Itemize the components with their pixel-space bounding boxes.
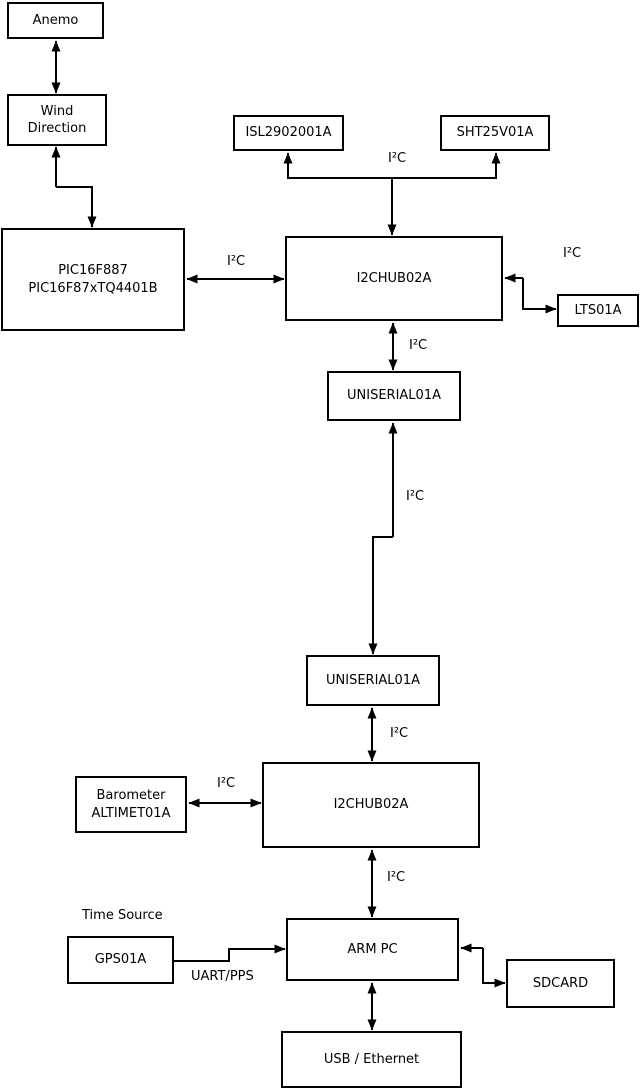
node-usb-ethernet-label: USB / Ethernet xyxy=(323,1051,420,1067)
node-wind-direction-label: Wind Direction xyxy=(27,103,87,136)
edge-label-i2c-hub2-arm: I²C xyxy=(387,870,406,885)
edge-label-i2c-hub1-lts: I²C xyxy=(563,246,582,261)
edge-label-i2c-uni2-hub2: I²C xyxy=(390,726,409,741)
edge-gps-arm xyxy=(173,944,286,962)
node-uniserial01a-1: UNISERIAL01A xyxy=(327,371,461,421)
edge-label-i2c-baro-hub2: I²C xyxy=(217,776,236,791)
edge-label-i2c-pic-hub1: I²C xyxy=(227,254,246,269)
edge-hub1-lts-right xyxy=(522,278,557,314)
edge-label-time-source: Time Source xyxy=(82,908,163,923)
node-sht25v01a-label: SHT25V01A xyxy=(456,125,534,141)
node-anemo: Anemo xyxy=(7,2,104,39)
node-barometer-altimet01a: Barometer ALTIMET01A xyxy=(75,776,187,833)
node-lts01a: LTS01A xyxy=(557,294,639,327)
node-pic16f887-label: PIC16F887 PIC16F87xTQ4401B xyxy=(28,263,158,296)
edge-label-uart-pps: UART/PPS xyxy=(191,969,254,984)
node-arm-pc-label: ARM PC xyxy=(347,941,398,957)
node-i2chub02a-2: I2CHUB02A xyxy=(262,762,480,848)
node-sdcard: SDCARD xyxy=(506,959,615,1008)
node-anemo-label: Anemo xyxy=(32,12,79,28)
node-uniserial01a-1-label: UNISERIAL01A xyxy=(347,388,441,404)
node-i2chub02a-1: I2CHUB02A xyxy=(285,236,503,321)
edge-hub1-sht xyxy=(392,152,501,179)
node-pic16f887: PIC16F887 PIC16F87xTQ4401B xyxy=(1,228,185,331)
node-lts01a-label: LTS01A xyxy=(574,302,622,318)
node-usb-ethernet: USB / Ethernet xyxy=(281,1031,462,1088)
edge-label-i2c-bus-top: I²C xyxy=(388,151,407,166)
node-sdcard-label: SDCARD xyxy=(532,975,589,991)
node-arm-pc: ARM PC xyxy=(286,918,459,981)
edge-arm-sd-right xyxy=(482,948,506,988)
node-gps01a: GPS01A xyxy=(67,936,174,984)
node-i2chub02a-2-label: I2CHUB02A xyxy=(333,797,409,813)
node-uniserial01a-2: UNISERIAL01A xyxy=(306,655,440,706)
node-wind-direction: Wind Direction xyxy=(7,94,107,146)
edge-label-i2c-uni1-uni2: I²C xyxy=(406,489,425,504)
node-barometer-altimet01a-label: Barometer ALTIMET01A xyxy=(91,788,171,821)
node-sht25v01a: SHT25V01A xyxy=(440,115,550,151)
edge-hub1-isl xyxy=(283,152,392,179)
node-isl2902001a-label: ISL2902001A xyxy=(245,125,332,141)
node-gps01a-label: GPS01A xyxy=(94,952,147,968)
node-i2chub02a-1-label: I2CHUB02A xyxy=(356,270,432,286)
edge-uni1-uni2-down xyxy=(368,536,393,655)
edge-label-i2c-hub1-uni1: I²C xyxy=(409,338,428,353)
node-isl2902001a: ISL2902001A xyxy=(233,115,344,151)
node-uniserial01a-2-label: UNISERIAL01A xyxy=(326,672,420,688)
edge-wind-pic-down xyxy=(56,186,97,228)
